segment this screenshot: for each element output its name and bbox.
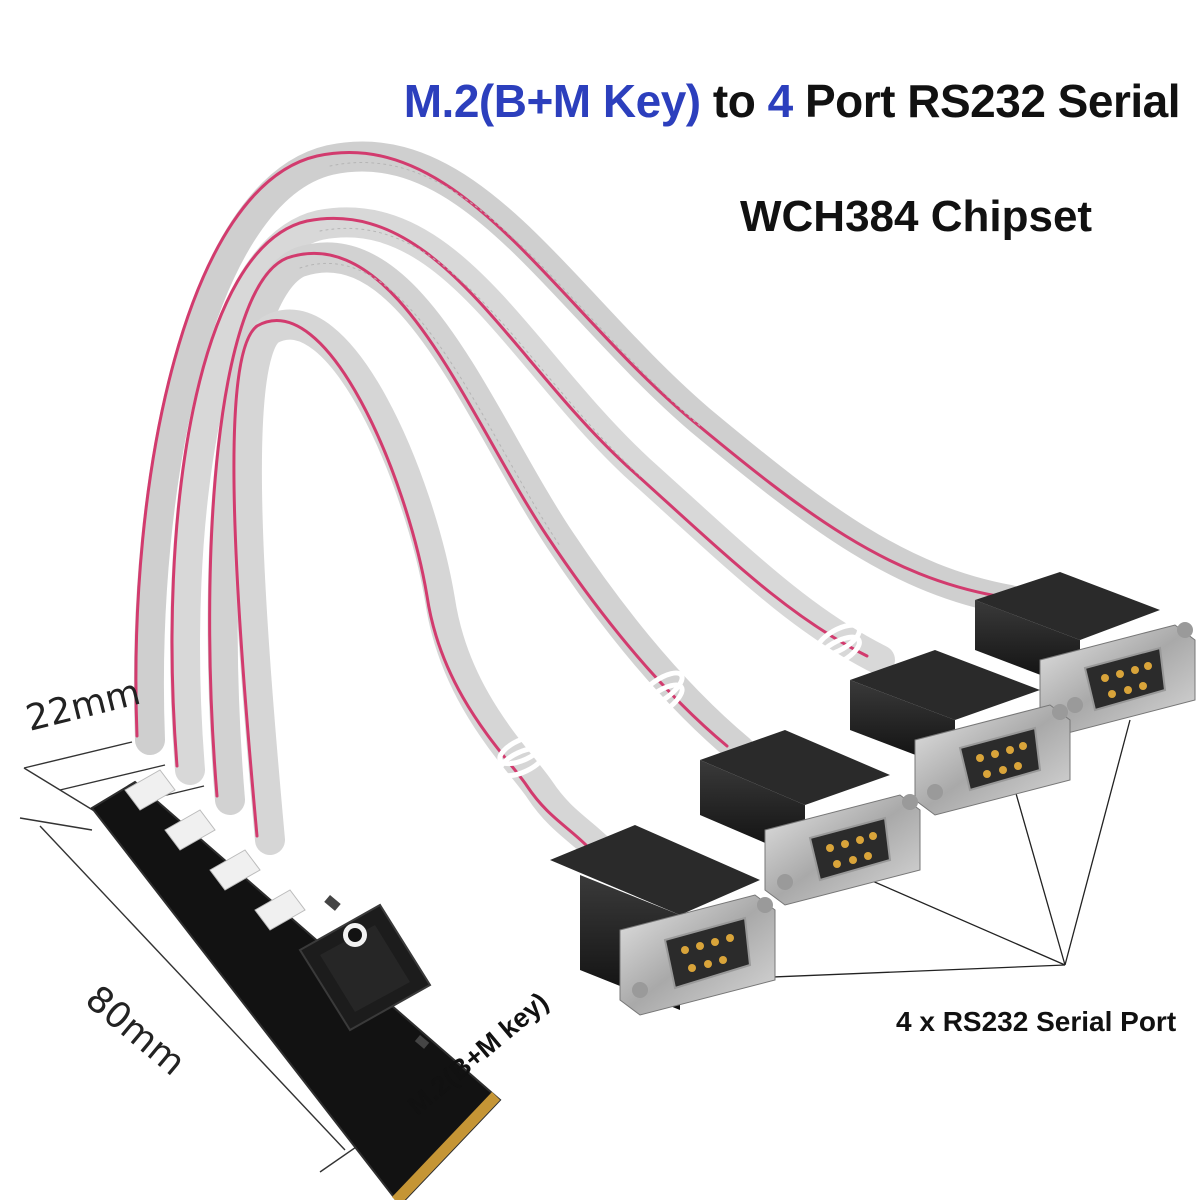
title-interface: M.2(B+M Key)	[403, 75, 701, 127]
title-port-count: 4	[767, 75, 794, 127]
chipset-subtitle: WCH384 Chipset	[740, 192, 1093, 241]
ribbon-cables	[133, 141, 1025, 865]
ports-callout-label: 4 x RS232 Serial Port	[896, 1006, 1177, 1037]
m2-card	[90, 769, 502, 1200]
port-pointer-lines	[699, 719, 1131, 981]
db9-connector-3	[700, 730, 921, 906]
db9-connector-4	[550, 825, 776, 1016]
db9-connector-2	[850, 650, 1071, 816]
title-port-type: Port RS232 Serial	[792, 75, 1181, 127]
product-title: M.2(B+M Key) to 4 Port RS232 Serial	[0, 74, 1200, 128]
db9-connector-1	[975, 572, 1196, 736]
cable-ties	[497, 622, 862, 779]
title-to: to	[700, 75, 768, 127]
